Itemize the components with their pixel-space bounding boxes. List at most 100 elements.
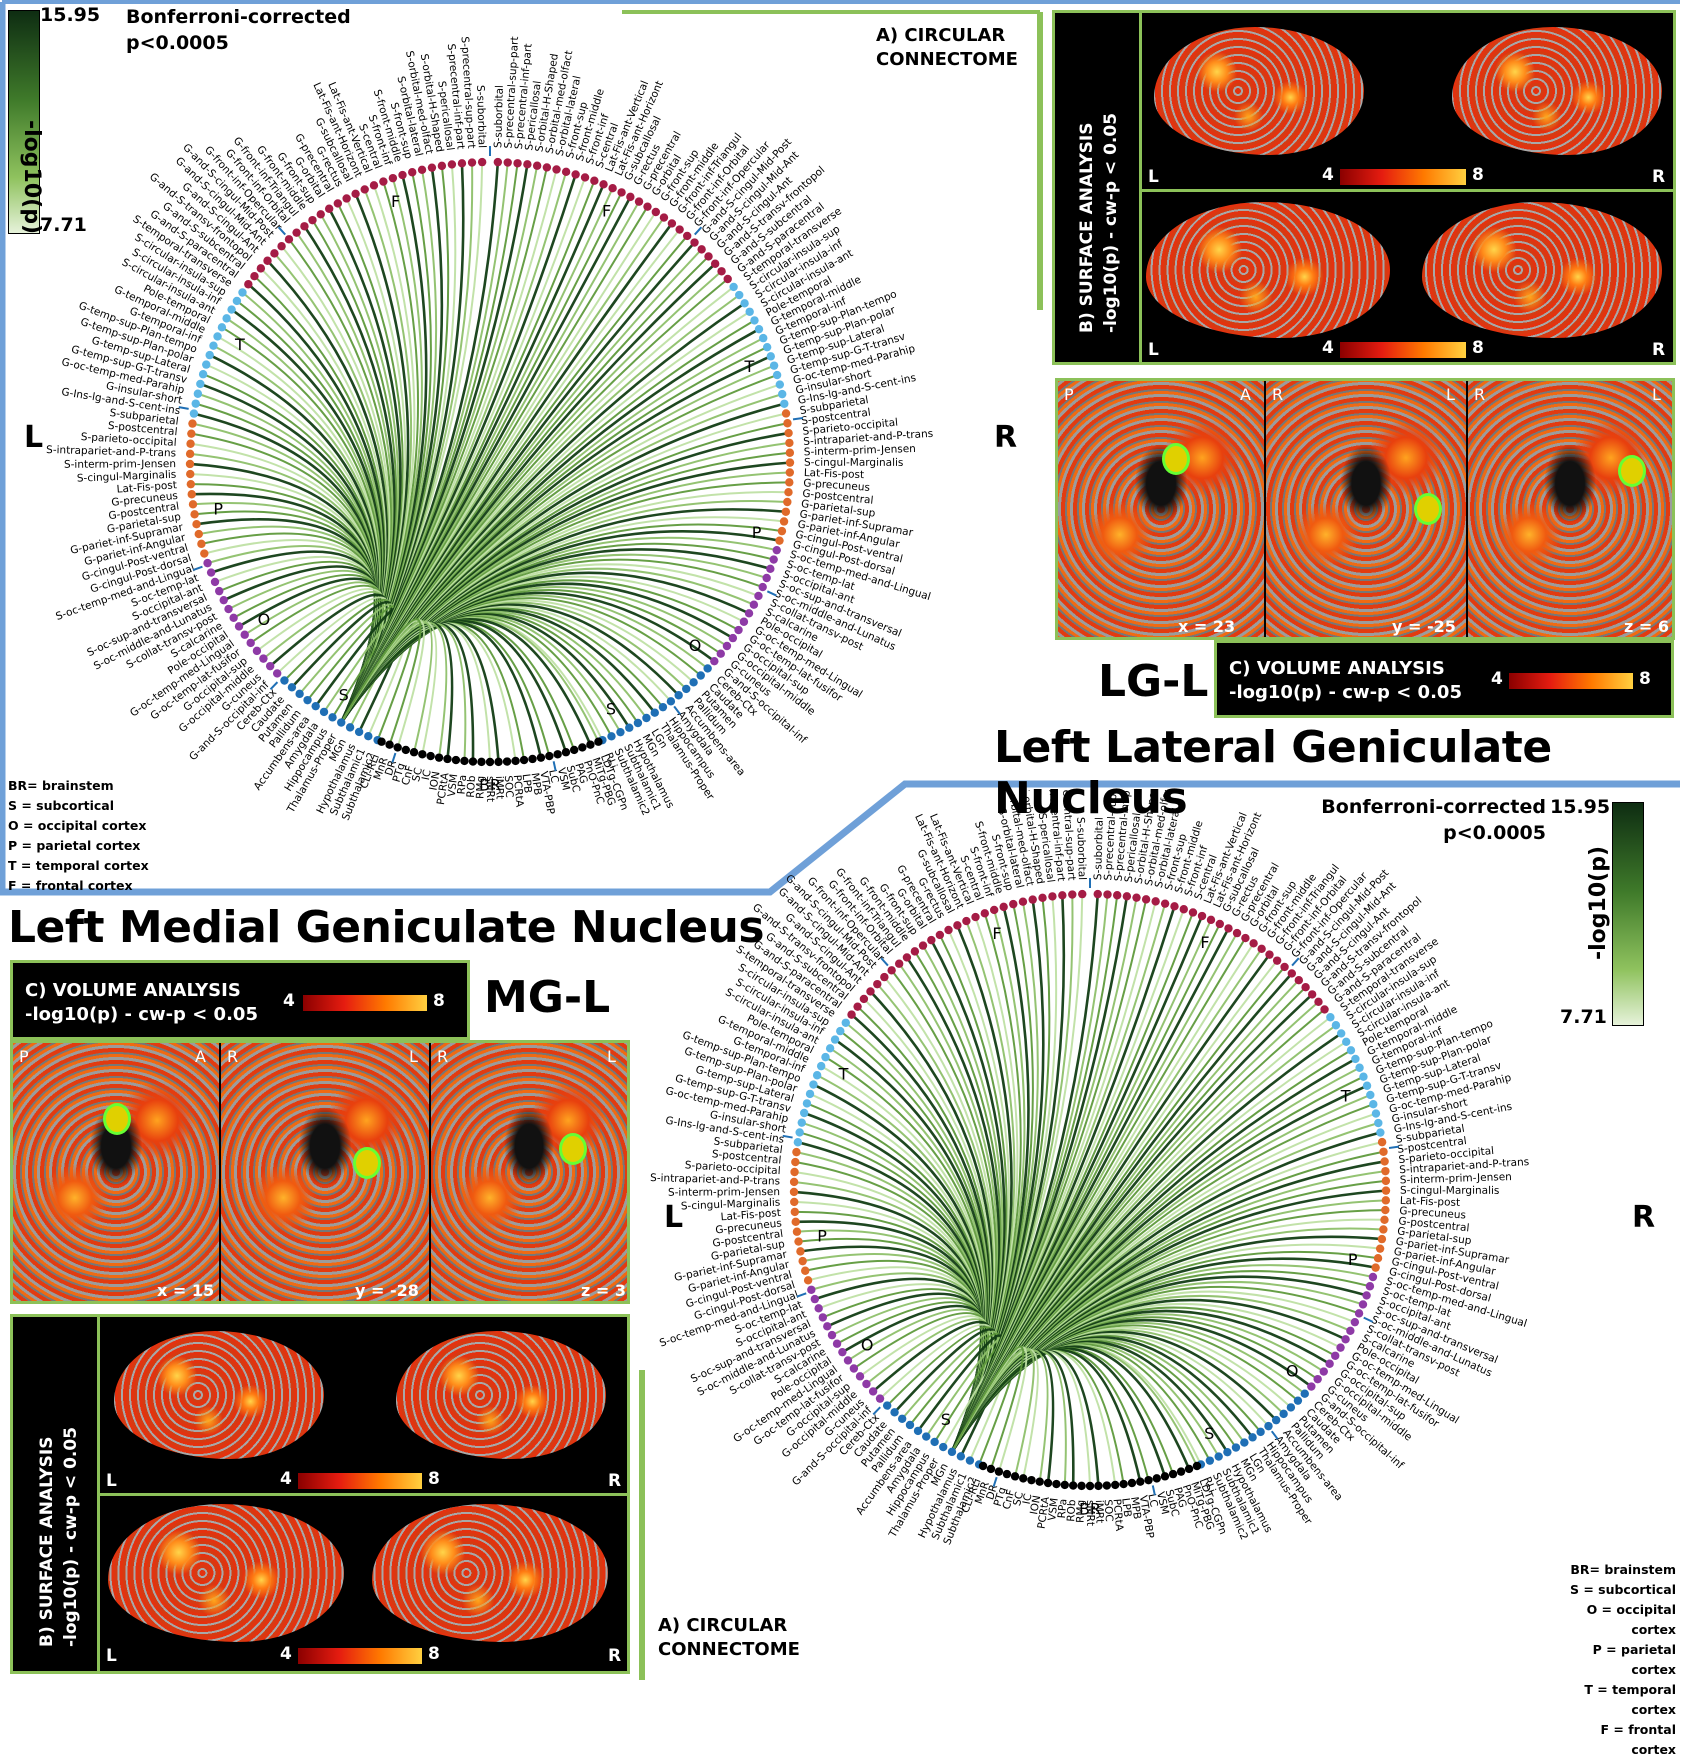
region-node <box>342 194 351 203</box>
sector-divider <box>1363 1316 1374 1323</box>
lateral-left-surface <box>114 1331 324 1459</box>
region-node <box>772 370 782 380</box>
region-label: CnF <box>1001 1488 1018 1510</box>
region-node <box>666 697 676 706</box>
region-node <box>689 678 698 687</box>
region-node <box>1375 1244 1385 1253</box>
region-node <box>1365 1282 1375 1291</box>
region-node <box>617 188 626 197</box>
sector-label: O <box>861 1336 874 1355</box>
region-node <box>295 689 304 699</box>
region-node <box>1160 1472 1170 1481</box>
roi-marker <box>1162 443 1190 475</box>
sector-label: O <box>258 610 271 629</box>
region-node <box>1052 1479 1061 1489</box>
region-node <box>734 625 743 635</box>
region-label: Lat-Fis-post <box>116 479 177 495</box>
region-node <box>1300 1389 1309 1398</box>
region-node <box>477 157 487 167</box>
figure-title: Left Lateral Geniculate Nucleus <box>994 722 1552 824</box>
bonferroni-label: Bonferroni-corrected p<0.0005 <box>126 6 351 54</box>
region-node <box>447 160 457 169</box>
region-node <box>722 641 732 651</box>
sagittal-slice: P A x = 15 <box>13 1043 219 1301</box>
connection-edge <box>951 1345 1025 1470</box>
surface-scale-min: 4 <box>1322 165 1334 185</box>
region-node <box>1058 891 1067 900</box>
region-label: S-parieto-occipital <box>80 431 176 449</box>
colorbar-max: 15.95 <box>40 4 101 26</box>
sector-label: O <box>689 636 702 655</box>
region-label: S-interm-prim-Jensen <box>1400 1171 1512 1186</box>
region-node <box>224 604 233 614</box>
region-label: S-suborbital <box>1092 817 1106 880</box>
region-node <box>1136 1477 1145 1486</box>
region-node <box>190 510 199 519</box>
region-node <box>690 238 699 247</box>
region-node <box>590 176 599 185</box>
region-node <box>802 1099 812 1108</box>
region-node <box>790 1197 799 1207</box>
region-label: VSM <box>555 767 572 792</box>
region-node <box>1287 969 1297 978</box>
region-node <box>398 170 407 180</box>
region-node <box>259 654 268 663</box>
circular-connectome-lgn: S-suborbitalS-precentral-sup-partS-prece… <box>46 36 934 822</box>
connectome-edges <box>793 894 1387 1487</box>
region-node <box>1215 919 1225 929</box>
region-node <box>1358 1300 1368 1309</box>
region-node <box>994 1467 1004 1476</box>
region-label: RLi <box>602 751 619 770</box>
layout-dividers <box>0 0 1680 1680</box>
region-node <box>913 1426 923 1436</box>
region-label: MPB <box>529 772 544 796</box>
region-node <box>723 274 732 284</box>
sector-label: F <box>1200 933 1209 952</box>
region-node <box>792 1147 801 1157</box>
region-node <box>859 994 869 1004</box>
region-node <box>789 1187 799 1197</box>
region-node <box>1257 944 1266 954</box>
region-node <box>803 1276 813 1285</box>
sector-divider <box>796 1292 807 1298</box>
region-node <box>1368 1272 1378 1282</box>
region-node <box>781 409 791 418</box>
region-node <box>999 902 1008 912</box>
region-node <box>739 617 749 626</box>
region-node <box>418 750 427 759</box>
sector-divider <box>1151 1485 1156 1496</box>
sector-label: S <box>1204 1424 1214 1443</box>
region-node <box>873 979 882 989</box>
sector-divider <box>391 752 397 763</box>
region-node <box>875 1394 885 1403</box>
region-node <box>947 1447 957 1457</box>
region-label: IC <box>1021 1493 1035 1506</box>
hemi-left-label: L <box>1148 167 1159 187</box>
region-node <box>1279 1409 1288 1419</box>
region-node <box>890 1408 899 1417</box>
region-node <box>616 727 625 737</box>
region-node <box>1111 1480 1120 1490</box>
sagittal-slice: P A x = 23 <box>1058 381 1264 637</box>
sector-divider <box>1291 957 1300 967</box>
region-node <box>814 1304 823 1313</box>
region-label: VSM <box>446 773 461 797</box>
region-node <box>785 478 794 487</box>
sector-label: BR <box>479 776 501 795</box>
region-node <box>1060 1480 1069 1490</box>
region-node <box>1112 891 1122 900</box>
region-node <box>493 157 503 167</box>
region-node <box>213 332 222 341</box>
region-label: S-interm-prim-Jensen <box>804 443 916 458</box>
region-node <box>754 324 764 334</box>
region-node <box>910 947 920 956</box>
region-node <box>536 753 546 762</box>
region-node <box>675 225 684 234</box>
connectome-edges <box>189 162 791 763</box>
region-node <box>779 517 789 526</box>
region-node <box>769 555 778 564</box>
region-node <box>408 168 417 177</box>
region-label: SC <box>410 767 425 783</box>
region-node <box>1176 1467 1186 1476</box>
region-label: SC <box>1011 1491 1026 1507</box>
